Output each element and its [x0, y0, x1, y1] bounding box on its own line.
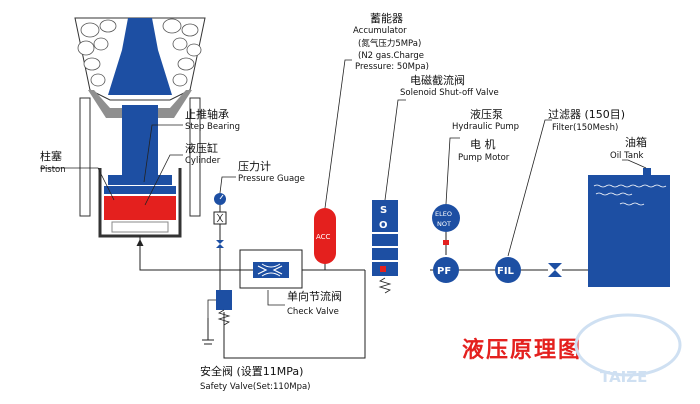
accumulator-spec-cn: (氮气压力5MPa): [358, 38, 421, 49]
tank-label-en: Oil Tank: [610, 151, 643, 161]
cylinder-label-en: Cylinder: [185, 156, 221, 166]
hydraulic-cylinder: [98, 168, 182, 238]
pump-label-cn: 液压泵: [470, 107, 503, 121]
watermark-text: TAIZE: [600, 368, 647, 386]
left-leaders: [40, 124, 236, 206]
so-symbol-o: O: [379, 220, 388, 231]
cylinder-label-cn: 液压缸: [185, 141, 218, 155]
so-symbol-s: S: [380, 205, 387, 216]
accumulator-label-en: Accumulator: [353, 26, 407, 36]
check-valve: [253, 262, 289, 306]
solenoid-label-en: Solenoid Shut-off Valve: [400, 88, 499, 98]
tank-label-cn: 油箱: [625, 135, 647, 149]
piping: [139, 236, 602, 359]
pump-motor-group: ELEO NOT PF: [432, 137, 460, 283]
accumulator: ACC: [314, 59, 352, 264]
accumulator-spec-en2: Pressure: 50Mpa): [355, 62, 429, 72]
check-valve-label-en: Check Valve: [287, 307, 339, 317]
gate-valve: [548, 263, 562, 277]
gauge-label-en: Pressure Guage: [238, 174, 305, 184]
bearing-label-cn: 止推轴承: [185, 107, 229, 121]
piston-label-cn: 柱塞: [40, 149, 62, 163]
diagram-title: 液压原理图: [462, 337, 582, 363]
safety-valve-label-en: Safety Valve(Set:110Mpa): [200, 382, 311, 392]
main-shaft: [79, 97, 201, 217]
motor-label-cn: 电 机: [470, 137, 496, 151]
solenoid-valve: S O: [372, 99, 406, 294]
filter-symbol: FIL: [497, 266, 515, 277]
acc-symbol: ACC: [316, 233, 331, 241]
accumulator-spec-en1: (N2 gas.Charge: [358, 51, 424, 61]
piston-label-en: Piston: [40, 165, 66, 175]
safety-valve-label-cn: 安全阀 (设置11MPa): [200, 364, 303, 378]
filter-label-cn: 过滤器 (150目): [548, 108, 625, 121]
oil-tank: [588, 159, 670, 287]
pump-label-en: Hydraulic Pump: [452, 122, 519, 132]
pressure-gauge: [213, 193, 227, 248]
motor-label-en: Pump Motor: [458, 153, 510, 163]
accumulator-label-cn: 蓄能器: [370, 11, 403, 25]
check-valve-label-cn: 单向节流阀: [287, 289, 342, 303]
pump-symbol: PF: [437, 266, 451, 277]
filter-label-en: Filter(150Mesh): [552, 123, 618, 133]
crusher-cone: [74, 17, 206, 118]
filter: FIL: [495, 119, 552, 283]
gauge-label-cn: 压力计: [238, 160, 271, 173]
solenoid-label-cn: 电磁截流阀: [410, 73, 465, 87]
watermark-logo: TAIZE: [574, 313, 682, 386]
bearing-label-en: Step Bearing: [185, 122, 240, 132]
safety-valve: [207, 290, 232, 330]
motor-symbol-line2: NOT: [437, 220, 451, 228]
motor-symbol-line1: ELEO: [435, 210, 452, 218]
